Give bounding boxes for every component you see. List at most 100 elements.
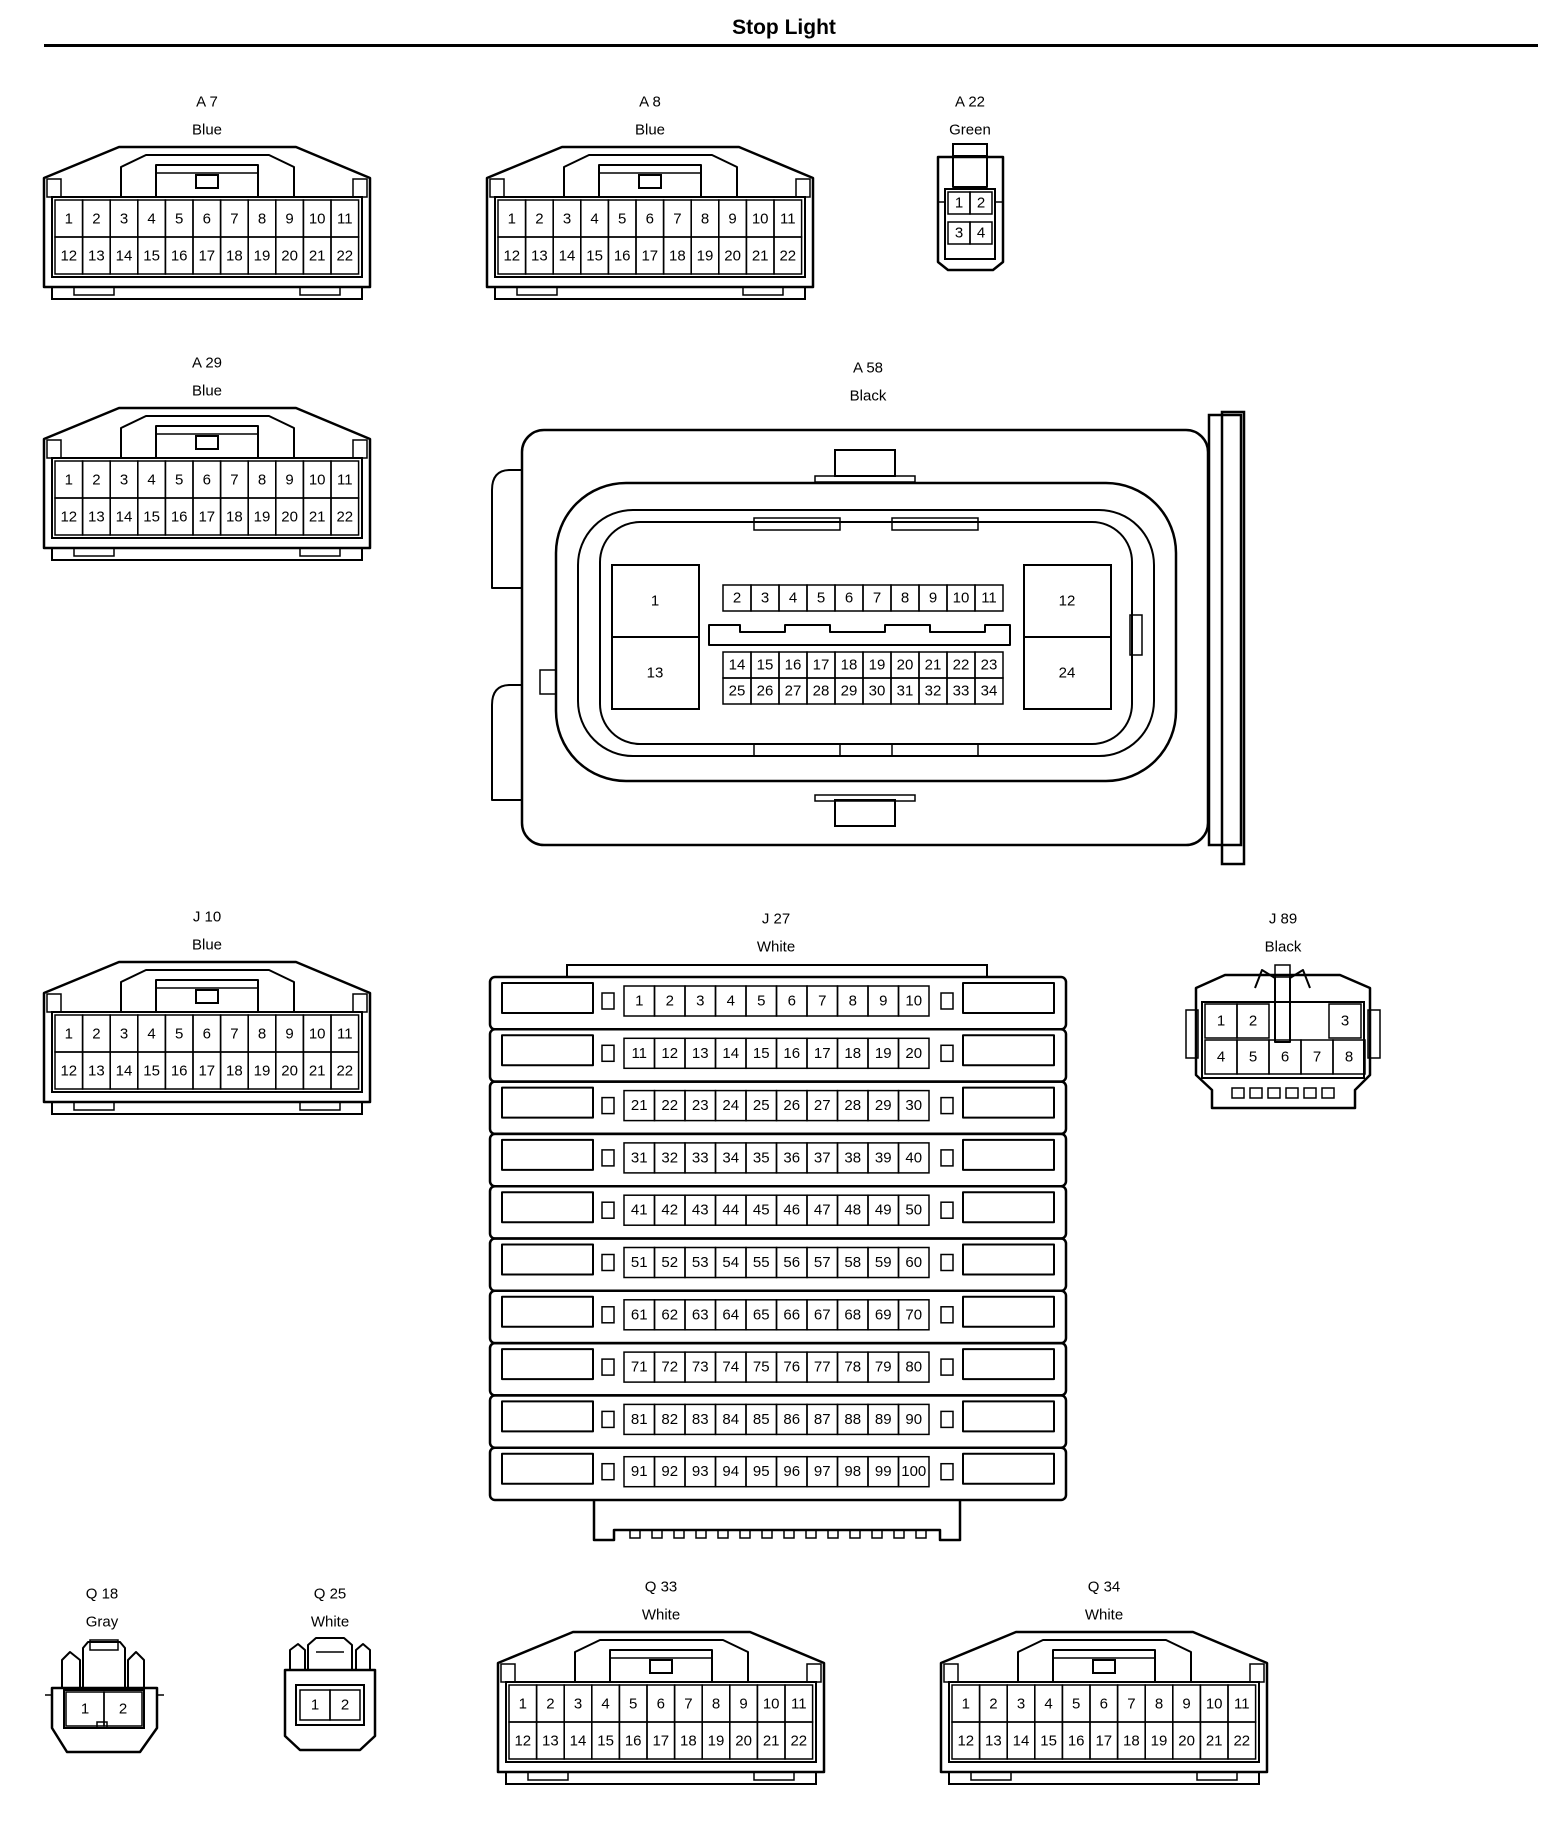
pin-number: 3 [120, 472, 128, 489]
pin-number: 34 [981, 683, 998, 700]
pin-number: 5 [175, 1026, 183, 1043]
pin-number: 53 [692, 1254, 709, 1271]
pin-number: 16 [783, 1045, 800, 1062]
pin-number: 79 [875, 1359, 892, 1376]
pin-number: 74 [722, 1359, 739, 1376]
pin-number: 7 [230, 472, 238, 489]
pin-number: 69 [875, 1306, 892, 1323]
connector-q34: Q 34White1122133144155166177188199201021… [939, 1579, 1269, 1785]
pin-number: 65 [753, 1306, 770, 1323]
pin-number: 3 [761, 590, 769, 607]
pin-number: 6 [646, 211, 654, 228]
pin-number: 91 [631, 1463, 648, 1480]
pin-number: 18 [844, 1045, 861, 1062]
connector-id: Q 25 [314, 1586, 347, 1603]
pin-number: 14 [116, 509, 133, 526]
pin-number: 26 [783, 1097, 800, 1114]
pin-number: 4 [789, 590, 797, 607]
pin-number: 88 [844, 1411, 861, 1428]
connector-color: Gray [86, 1614, 119, 1631]
pin-number: 9 [929, 590, 937, 607]
pin-number: 16 [614, 248, 631, 265]
pin-number: 57 [814, 1254, 831, 1271]
pin-number: 24 [1059, 665, 1076, 682]
pin-number: 17 [198, 509, 215, 526]
pin-number: 58 [844, 1254, 861, 1271]
pin-number: 12 [661, 1045, 678, 1062]
pin-number: 22 [336, 1063, 353, 1080]
pin-number: 12 [1059, 593, 1076, 610]
pin-number: 30 [869, 683, 886, 700]
pin-number: 1 [65, 1026, 73, 1043]
pin-number: 51 [631, 1254, 648, 1271]
pin-number: 41 [631, 1202, 648, 1219]
pin-number: 40 [905, 1149, 922, 1166]
pin-number: 1 [65, 211, 73, 228]
pin-number: 13 [985, 1733, 1002, 1750]
pin-number: 20 [735, 1733, 752, 1750]
pin-number: 22 [779, 248, 796, 265]
pin-number: 13 [88, 1063, 105, 1080]
pin-number: 13 [647, 665, 664, 682]
pin-number: 44 [722, 1202, 739, 1219]
pin-number: 8 [1155, 1696, 1163, 1713]
pin-number: 22 [953, 657, 970, 674]
pin-number: 2 [666, 993, 674, 1010]
pin-number: 17 [1095, 1733, 1112, 1750]
pin-number: 45 [753, 1202, 770, 1219]
pin-number: 46 [783, 1202, 800, 1219]
pin-number: 36 [783, 1149, 800, 1166]
pin-number: 13 [88, 509, 105, 526]
pin-number: 50 [905, 1202, 922, 1219]
pin-number: 20 [724, 248, 741, 265]
pin-number: 10 [1206, 1696, 1223, 1713]
page-title: Stop Light [732, 16, 836, 39]
pin-number: 3 [120, 211, 128, 228]
pin-number: 5 [1072, 1696, 1080, 1713]
pin-number: 22 [1233, 1733, 1250, 1750]
pin-number: 12 [60, 1063, 77, 1080]
pin-number: 20 [281, 1063, 298, 1080]
pin-number: 21 [309, 1063, 326, 1080]
pin-number: 9 [879, 993, 887, 1010]
pin-number: 4 [590, 211, 598, 228]
pin-number: 3 [696, 993, 704, 1010]
pin-number: 3 [955, 225, 963, 242]
connector-color: White [1085, 1607, 1123, 1624]
pin-number: 6 [788, 993, 796, 1010]
pin-number: 2 [977, 195, 985, 212]
pin-number: 64 [722, 1306, 739, 1323]
pin-number: 20 [281, 509, 298, 526]
pin-number: 9 [285, 1026, 293, 1043]
pin-number: 38 [844, 1149, 861, 1166]
connector-id: A 58 [853, 360, 883, 377]
connector-id: A 22 [955, 94, 985, 111]
pin-number: 1 [635, 993, 643, 1010]
pin-number: 61 [631, 1306, 648, 1323]
pin-number: 25 [753, 1097, 770, 1114]
pin-number: 16 [171, 248, 188, 265]
pin-number: 6 [203, 211, 211, 228]
pin-number: 5 [175, 211, 183, 228]
pin-number: 14 [1013, 1733, 1030, 1750]
title-rule [44, 44, 1538, 47]
pin-number: 3 [563, 211, 571, 228]
pin-number: 15 [143, 1063, 160, 1080]
pin-number: 20 [905, 1045, 922, 1062]
pin-number: 21 [1206, 1733, 1223, 1750]
pin-number: 27 [785, 683, 802, 700]
pin-number: 8 [849, 993, 857, 1010]
pin-number: 14 [116, 248, 133, 265]
pin-number: 18 [669, 248, 686, 265]
pin-number: 68 [844, 1306, 861, 1323]
connector-color: Green [949, 122, 991, 139]
pin-number: 18 [226, 509, 243, 526]
pin-number: 83 [692, 1411, 709, 1428]
pin-number: 4 [601, 1696, 609, 1713]
pin-number: 19 [1151, 1733, 1168, 1750]
connector-a7: A 7Blue112213314415516617718819920102111… [42, 94, 372, 300]
pin-number: 19 [697, 248, 714, 265]
pin-number: 11 [337, 1026, 353, 1043]
pin-number: 3 [1017, 1696, 1025, 1713]
pin-number: 8 [258, 472, 266, 489]
